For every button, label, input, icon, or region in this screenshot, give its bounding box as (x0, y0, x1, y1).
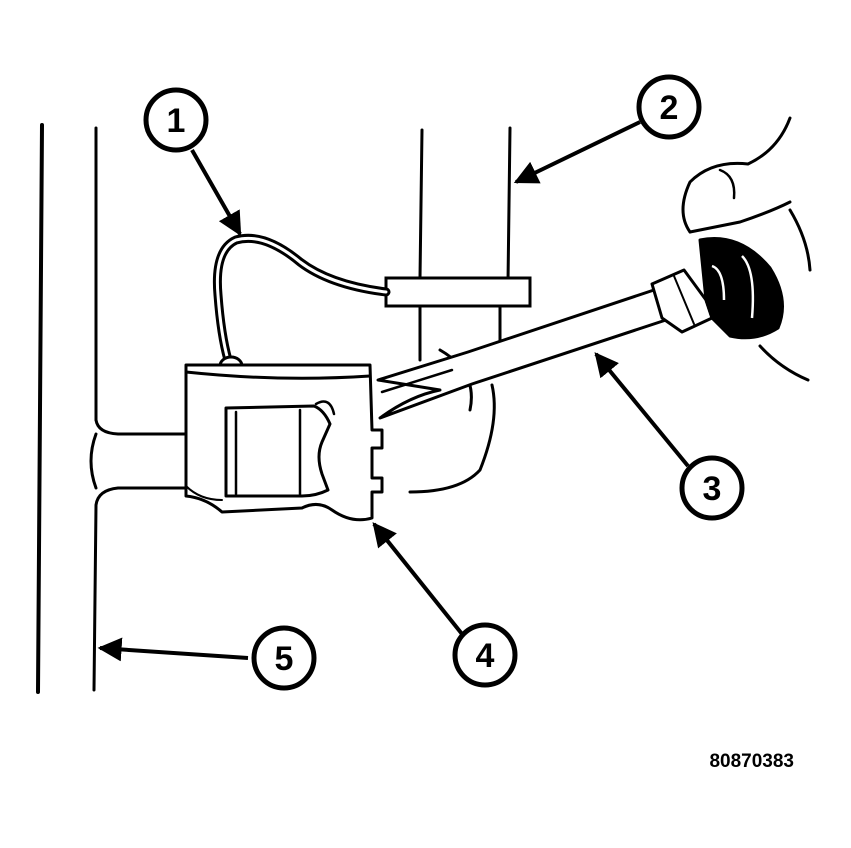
frame-rail (36, 123, 188, 694)
callout-3-label: 3 (703, 470, 722, 508)
arrow-5 (97, 637, 249, 662)
tube-stub (89, 432, 98, 490)
arrow-2 (513, 120, 641, 184)
callout-1: 1 (143, 87, 209, 153)
sensor-body (384, 276, 532, 308)
callout-2-label: 2 (660, 89, 679, 127)
callout-4-label: 4 (476, 637, 495, 675)
vertical-tube (408, 126, 512, 494)
callout-5: 5 (251, 625, 317, 691)
hand (681, 116, 812, 382)
callout-5-label: 5 (275, 640, 294, 678)
retaining-clip (184, 363, 384, 522)
arrow-3 (594, 352, 690, 468)
callout-arrows (97, 120, 690, 662)
callout-2: 2 (636, 74, 702, 140)
arrow-4 (372, 522, 464, 636)
callout-3: 3 (679, 455, 745, 521)
arrow-1 (190, 149, 242, 237)
figure-id: 80870383 (709, 751, 794, 772)
screwdriver (376, 237, 784, 420)
callout-1-label: 1 (167, 102, 186, 140)
callout-4: 4 (452, 622, 518, 688)
wire-lead (212, 233, 391, 377)
